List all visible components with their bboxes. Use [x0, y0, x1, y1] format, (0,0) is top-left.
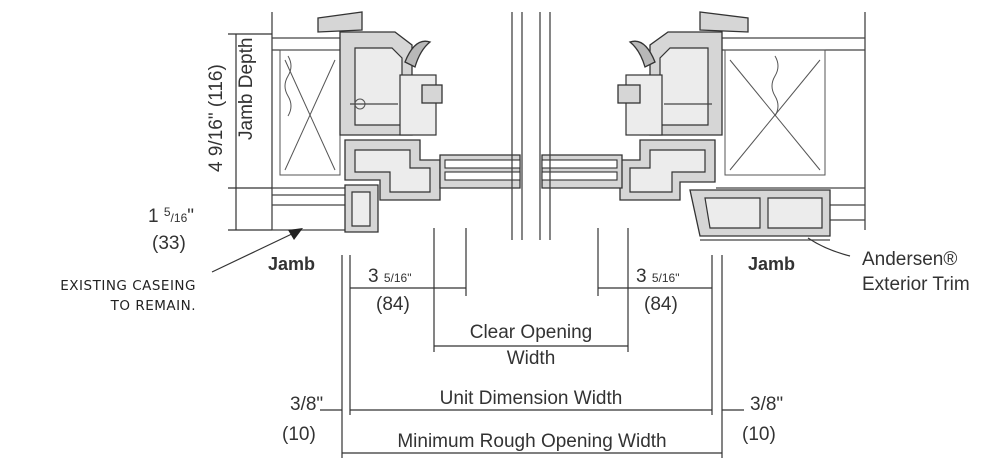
clear-opening-label-line1: Clear Opening: [470, 322, 593, 343]
existing-casing-label-line1: EXISTING CASEING: [60, 278, 196, 294]
right-offset-mm-label: (84): [644, 294, 678, 315]
left-shim-mm-label: (10): [282, 424, 316, 445]
jamb-left-label: Jamb: [268, 254, 315, 274]
left-frame-profile: [317, 11, 443, 233]
frame-left-frac-num: 5: [164, 205, 171, 219]
frame-left-inch: ": [187, 206, 194, 227]
casing-leader-arrow: [211, 228, 303, 273]
rough-opening-width-label: Minimum Rough Opening Width: [397, 431, 666, 452]
jamb-depth-value-label: 4 9/16" (116): [206, 64, 227, 172]
right-offset-whole: 3: [636, 266, 647, 287]
exterior-trim-label-line2: Exterior Trim: [862, 274, 970, 295]
right-shim-frac-label: 3/8": [750, 394, 783, 415]
trim-leader-line: [807, 237, 851, 257]
right-sash-glass: [539, 12, 623, 240]
left-offset-mm-label: (84): [376, 294, 410, 315]
left-shim-frac-label: 3/8": [290, 394, 323, 415]
left-offset-label: 3 5/16": [368, 266, 411, 287]
jamb-depth-caption: Jamb Depth: [236, 38, 257, 140]
frame-left-mm-label: (33): [152, 233, 186, 254]
right-shim-mm-label: (10): [742, 424, 776, 445]
frame-left-frac-den: 16: [174, 211, 188, 225]
existing-casing-label-line2: TO REMAIN.: [110, 298, 196, 314]
left-offset-frac: 5/16": [384, 271, 412, 285]
left-offset-whole: 3: [368, 266, 379, 287]
dimension-lines: [228, 33, 744, 458]
left-sash-glass: [439, 12, 523, 240]
frame-left-frac-sep: /: [171, 211, 175, 225]
right-offset-frac: 5/16": [652, 271, 680, 285]
jamb-right-label: Jamb: [748, 254, 795, 274]
clear-opening-label-line2: Width: [507, 348, 556, 369]
right-offset-label: 3 5/16": [636, 266, 679, 287]
exterior-trim-label-line1: Andersen®: [862, 249, 957, 270]
unit-dimension-width-label: Unit Dimension Width: [440, 388, 623, 409]
frame-left-dimension-label: 1 5/16": [148, 205, 194, 227]
frame-left-whole: 1: [148, 206, 159, 227]
right-frame-profile: [617, 11, 831, 241]
